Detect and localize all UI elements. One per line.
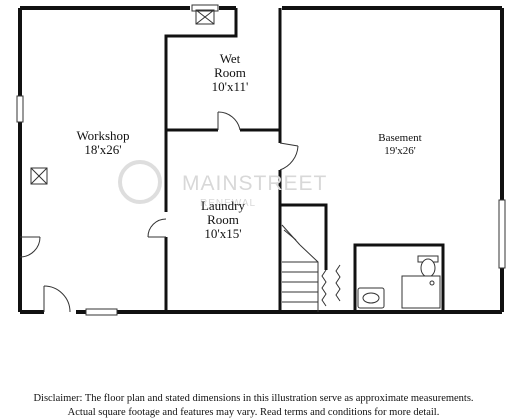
disclaimer-line-1: Disclaimer: The floor plan and stated di…	[33, 393, 474, 404]
workshop-name: Workshop	[76, 128, 129, 143]
windows	[16, 4, 506, 316]
watermark-main: MAINSTREET	[182, 172, 327, 195]
window-left	[16, 95, 24, 123]
bathroom-fixtures	[357, 255, 441, 309]
laundry-dims: 10'x15'	[204, 226, 241, 241]
watermark-sub: RENEWAL	[200, 198, 256, 209]
interior-walls	[164, 8, 445, 312]
doors	[19, 111, 299, 313]
window-right	[498, 199, 506, 269]
exterior-walls	[18, 6, 504, 314]
basement-name: Basement	[378, 132, 421, 144]
wet-room-name: Wet	[220, 51, 241, 66]
window-bottom	[85, 308, 118, 316]
workshop-dims: 18'x26'	[84, 142, 121, 157]
disclaimer-line-2: Actual square footage and features may v…	[67, 407, 440, 418]
wet-room-name-line2: Room	[214, 65, 246, 80]
window-top	[191, 4, 219, 12]
stairs	[281, 224, 341, 312]
laundry-name: Laundry	[201, 198, 246, 213]
basement-dims: 19'x26'	[384, 145, 415, 157]
toilet-bowl	[420, 258, 436, 278]
watermark: MAINSTREET RENEWAL	[118, 160, 327, 209]
shower	[401, 275, 441, 309]
laundry-name-line2: Room	[207, 212, 239, 227]
skylights	[30, 9, 215, 185]
wet-room-dims: 10'x11'	[212, 79, 249, 94]
